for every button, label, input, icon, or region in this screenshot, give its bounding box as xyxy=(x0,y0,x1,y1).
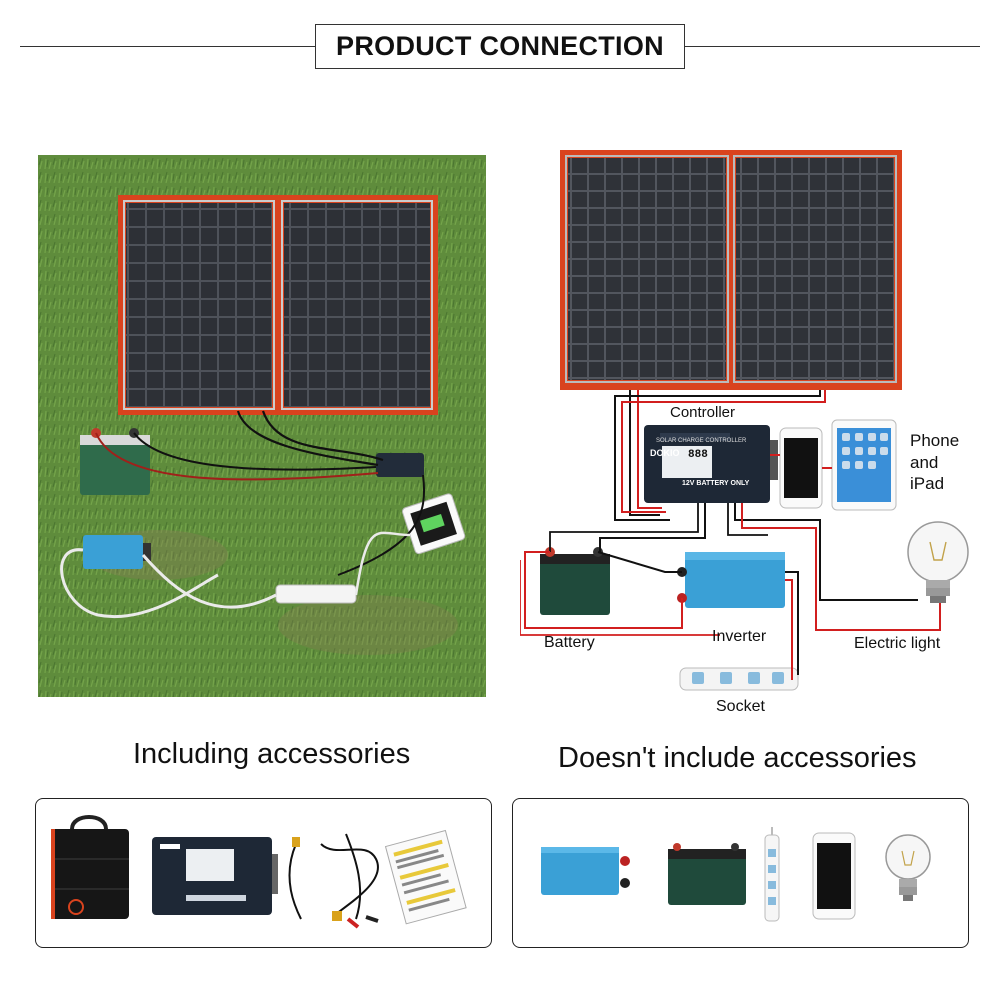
battery-diagram xyxy=(540,547,610,615)
inverter-diagram xyxy=(677,552,785,608)
socket-photo xyxy=(275,584,357,604)
inverter-photo xyxy=(83,535,151,569)
photo-illustration xyxy=(38,155,486,697)
manual-icon xyxy=(384,829,467,925)
electric-light-label: Electric light xyxy=(854,635,941,652)
included-accessories-box xyxy=(35,798,492,948)
controller-label: Controller xyxy=(670,404,736,421)
product-photo xyxy=(38,155,486,697)
excluded-accessories-heading: Doesn't include accessories xyxy=(558,742,917,774)
controller-header-text: SOLAR CHARGE CONTROLLER xyxy=(656,438,747,444)
controller-subtext: 12V BATTERY ONLY xyxy=(682,480,750,487)
including-accessories-heading: Including accessories xyxy=(133,738,411,770)
socket-strip-icon xyxy=(764,827,780,922)
excluded-accessories-box xyxy=(512,798,969,948)
controller-brand: DOKIO xyxy=(650,448,680,458)
header-rule-right xyxy=(685,46,980,47)
solar-panel-diagram xyxy=(560,150,902,390)
lightbulb-icon xyxy=(885,834,931,901)
carry-bag-icon xyxy=(51,815,129,919)
controller-photo xyxy=(376,453,424,477)
inverter-label: Inverter xyxy=(712,628,767,645)
lightbulb-diagram xyxy=(907,521,969,603)
diagram-drawing: SOLAR CHARGE CONTROLLER DOKIO 888 12V BA… xyxy=(520,150,969,691)
ipad-diagram xyxy=(831,419,897,511)
phone-diagram xyxy=(779,427,823,509)
phone-ipad-label-1: Phone xyxy=(910,431,960,450)
cable-icon xyxy=(288,833,379,929)
socket-label: Socket xyxy=(716,698,765,715)
included-items xyxy=(51,815,467,929)
inverter-icon xyxy=(541,847,630,895)
phone-ipad-label-2: and xyxy=(910,453,939,472)
controller-icon xyxy=(152,837,278,915)
connection-diagram: SOLAR CHARGE CONTROLLER DOKIO 888 12V BA… xyxy=(520,140,990,720)
phone-icon xyxy=(812,832,856,920)
socket-diagram xyxy=(679,667,799,691)
solar-panel-photo xyxy=(118,195,438,415)
phone-photo xyxy=(402,493,466,555)
header-rule-left xyxy=(20,46,315,47)
controller-diagram: SOLAR CHARGE CONTROLLER DOKIO 888 12V BA… xyxy=(644,425,778,503)
battery-icon xyxy=(668,843,746,905)
page-title: PRODUCT CONNECTION xyxy=(315,24,685,69)
excluded-items xyxy=(541,827,931,922)
controller-display: 888 xyxy=(688,449,708,461)
phone-ipad-label-3: iPad xyxy=(910,474,945,493)
battery-label: Battery xyxy=(544,634,595,651)
